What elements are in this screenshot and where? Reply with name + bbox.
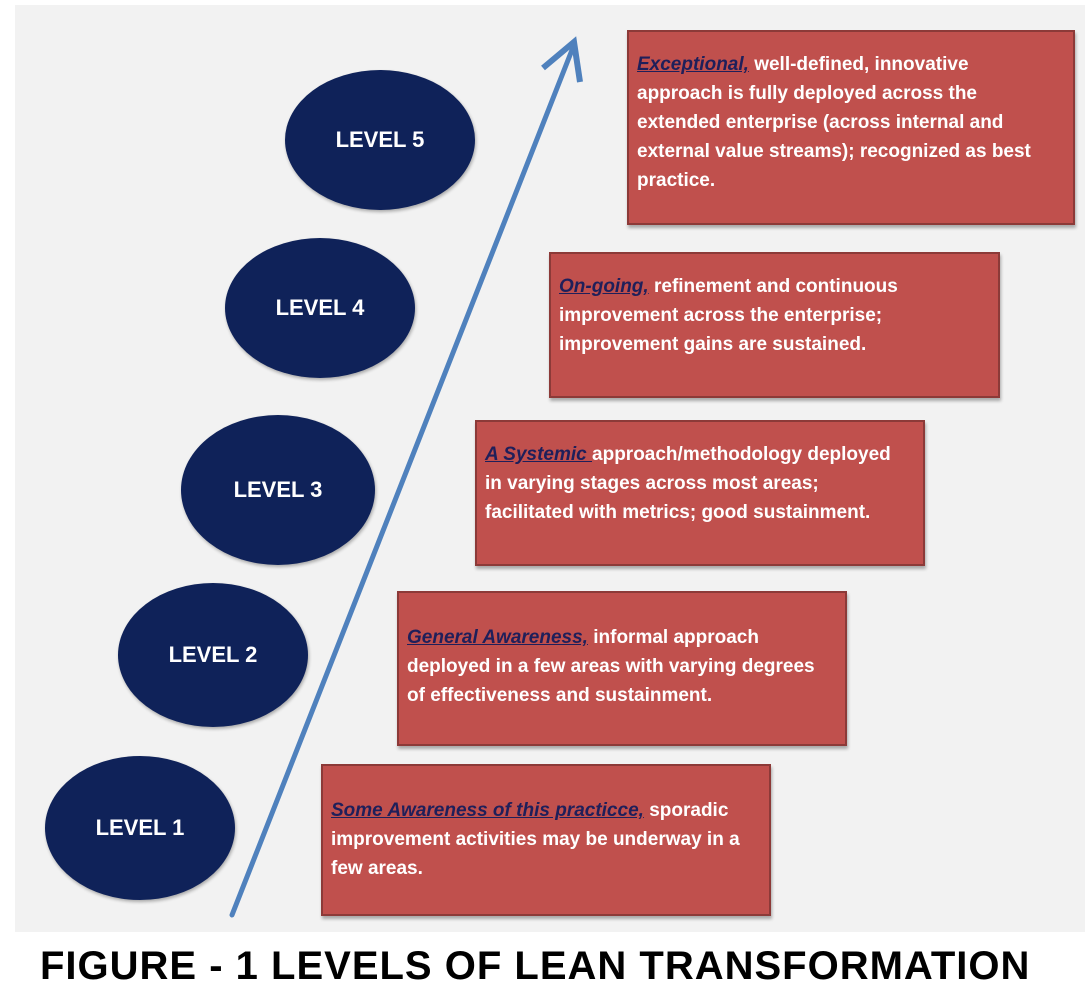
- level-4-label: LEVEL 4: [275, 295, 365, 320]
- level-1-keyword: Some Awareness of this practicce,: [331, 800, 644, 821]
- level-2-keyword: General Awareness,: [407, 627, 588, 648]
- level-3-ellipse: LEVEL 3: [181, 415, 375, 565]
- level-3-description: A Systemic approach/methodology deployed…: [475, 420, 925, 566]
- level-1-text: sporadic improvement activities may be u…: [331, 800, 740, 879]
- level-5-keyword: Exceptional,: [637, 54, 749, 75]
- level-1-ellipse: LEVEL 1: [45, 756, 235, 900]
- progress-arrow: [229, 36, 583, 918]
- level-2-description: General Awareness, informal approach dep…: [397, 591, 847, 746]
- level-1-description: Some Awareness of this practicce, sporad…: [321, 764, 771, 916]
- level-5-ellipse: LEVEL 5: [285, 70, 475, 210]
- level-4-keyword: On-going,: [559, 276, 649, 297]
- level-2-text: informal approach deployed in a few area…: [407, 627, 815, 706]
- level-4-description: On-going, refinement and continuous impr…: [549, 252, 1000, 398]
- level-2-label: LEVEL 2: [168, 642, 258, 667]
- level-1-label: LEVEL 1: [95, 815, 185, 840]
- level-3-text: approach/methodology deployed in varying…: [485, 444, 891, 523]
- figure-caption: FIGURE - 1 LEVELS OF LEAN TRANSFORMATION: [40, 944, 1031, 988]
- level-4-ellipse: LEVEL 4: [225, 238, 415, 378]
- level-5-text: well-defined, innovative approach is ful…: [637, 54, 1031, 191]
- level-5-description: Exceptional, well-defined, innovative ap…: [627, 30, 1075, 225]
- level-2-ellipse: LEVEL 2: [118, 583, 308, 727]
- level-3-keyword: A Systemic: [485, 444, 593, 465]
- level-3-label: LEVEL 3: [233, 477, 323, 502]
- level-5-label: LEVEL 5: [335, 127, 425, 152]
- level-4-text: refinement and continuous improvement ac…: [559, 276, 898, 355]
